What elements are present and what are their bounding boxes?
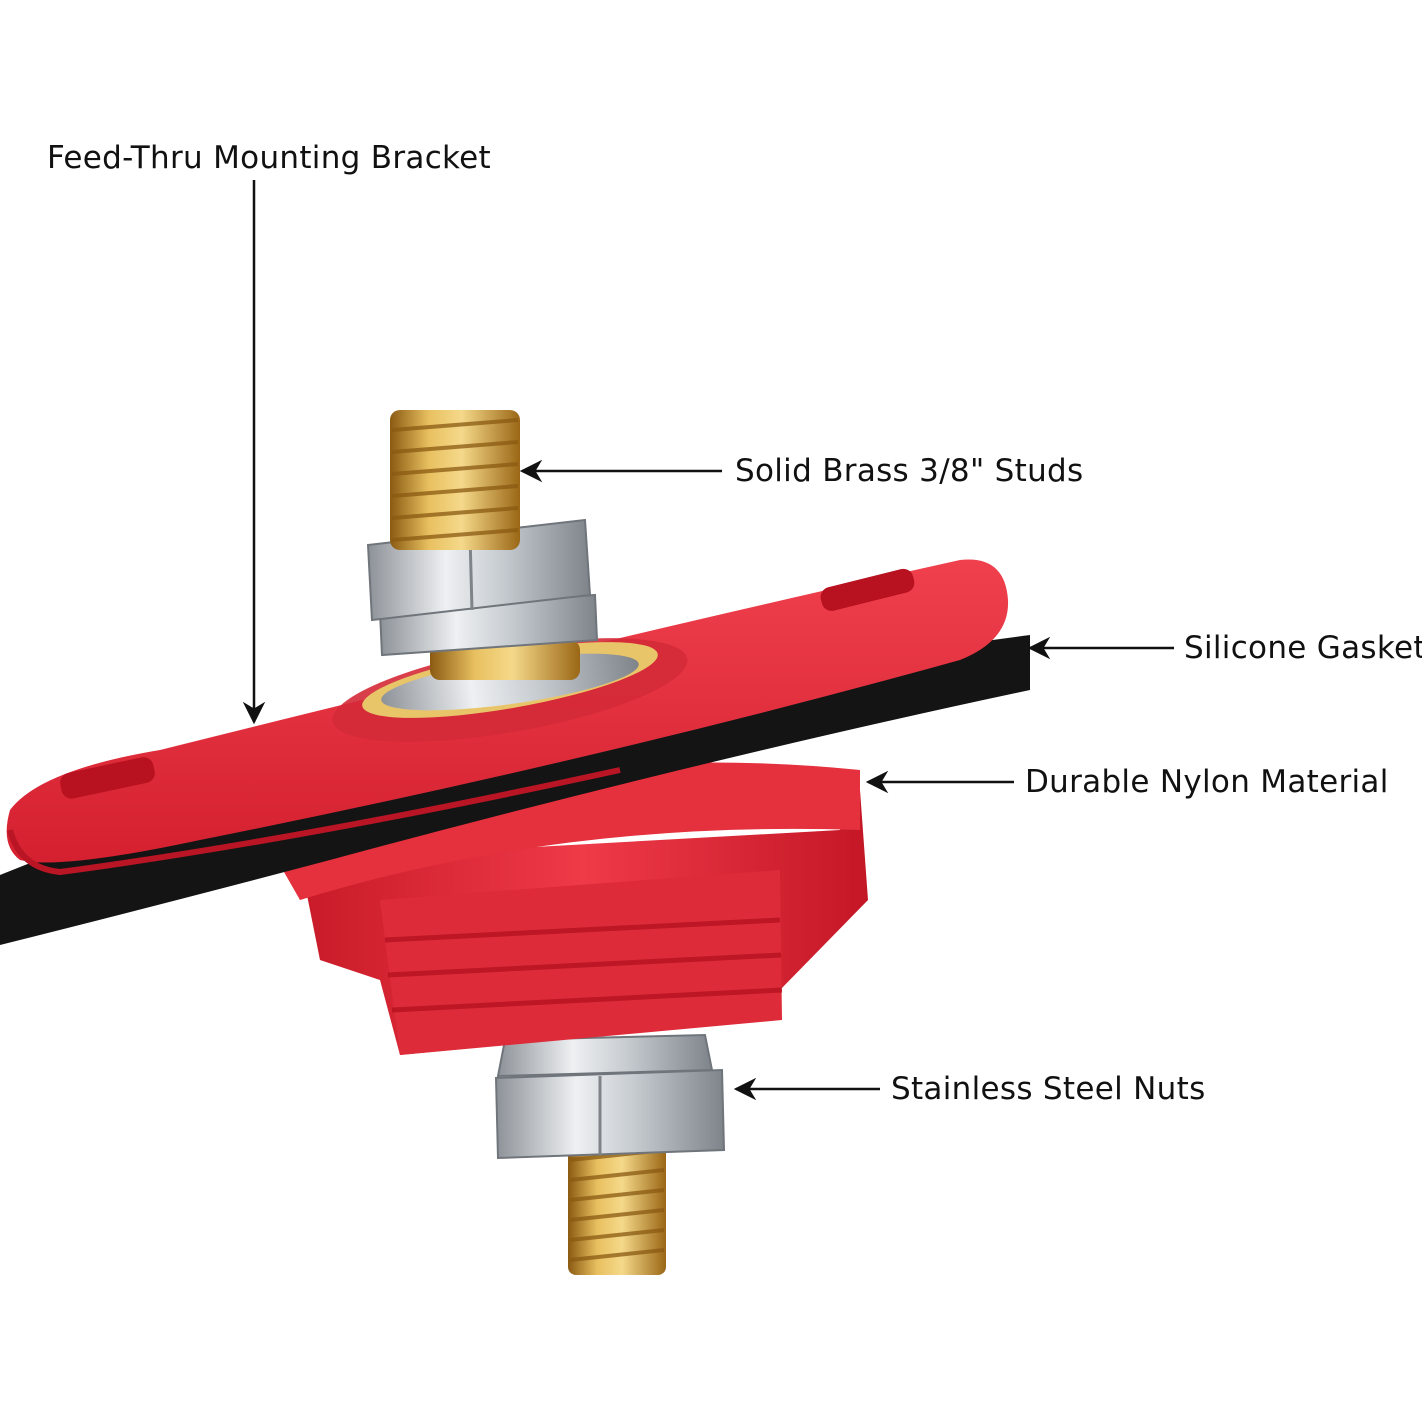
studs-callout: Solid Brass 3/8" Studs: [735, 453, 1084, 489]
nuts-callout: Stainless Steel Nuts: [891, 1071, 1206, 1107]
upper-brass-stud: [390, 410, 520, 550]
lower-steel-nuts: [494, 1033, 726, 1160]
nylon-callout: Durable Nylon Material: [1025, 764, 1389, 800]
lower-brass-stud: [568, 1135, 666, 1275]
bracket-callout: Feed-Thru Mounting Bracket: [47, 140, 492, 176]
nylon-body: [260, 762, 868, 1055]
gasket-callout: Silicone Gasket: [1184, 630, 1422, 666]
